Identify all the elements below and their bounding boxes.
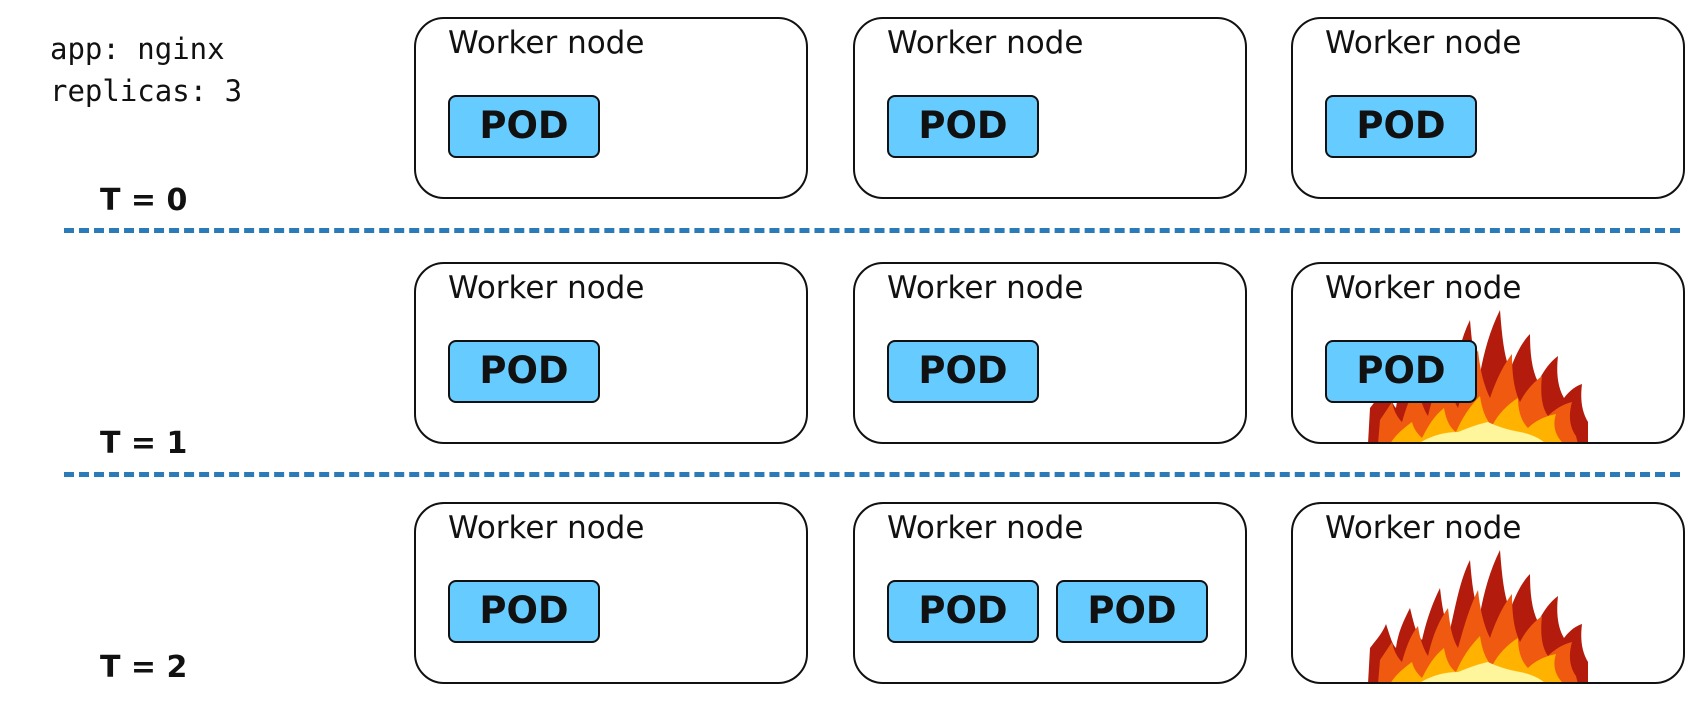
spec-replicas: replicas: 3 — [50, 74, 243, 108]
worker-node-title: Worker node — [1325, 25, 1522, 61]
pod: POD — [887, 340, 1039, 403]
worker-node: Worker node POD — [414, 502, 808, 684]
worker-node: Worker node POD POD — [853, 502, 1247, 684]
deployment-spec: app: nginx replicas: 3 — [50, 28, 242, 112]
worker-node-title: Worker node — [1325, 270, 1522, 306]
worker-node-title: Worker node — [448, 25, 645, 61]
pod: POD — [448, 95, 600, 158]
fire-icon — [1368, 550, 1588, 682]
pod: POD — [448, 340, 600, 403]
worker-node-title: Worker node — [887, 25, 1084, 61]
pod: POD — [448, 580, 600, 643]
time-label-t2: T = 2 — [100, 650, 188, 685]
pod: POD — [1325, 95, 1477, 158]
timeline-divider — [64, 472, 1680, 477]
pod: POD — [887, 580, 1039, 643]
time-label-t1: T = 1 — [100, 426, 188, 461]
worker-node: Worker node POD — [414, 17, 808, 199]
worker-node-on-fire: Worker node — [1291, 502, 1685, 684]
worker-node-title: Worker node — [1325, 510, 1522, 546]
worker-node-title: Worker node — [887, 510, 1084, 546]
worker-node-on-fire: Worker node POD — [1291, 262, 1685, 444]
worker-node-title: Worker node — [887, 270, 1084, 306]
fire-icon — [1368, 310, 1588, 442]
pod: POD — [1325, 340, 1477, 403]
spec-app: app: nginx — [50, 32, 225, 66]
pod: POD — [887, 95, 1039, 158]
worker-node-title: Worker node — [448, 270, 645, 306]
worker-node: Worker node POD — [853, 262, 1247, 444]
pod: POD — [1056, 580, 1208, 643]
worker-node: Worker node POD — [1291, 17, 1685, 199]
time-label-t0: T = 0 — [100, 183, 188, 218]
timeline-divider — [64, 228, 1680, 233]
worker-node: Worker node POD — [414, 262, 808, 444]
worker-node: Worker node POD — [853, 17, 1247, 199]
worker-node-title: Worker node — [448, 510, 645, 546]
